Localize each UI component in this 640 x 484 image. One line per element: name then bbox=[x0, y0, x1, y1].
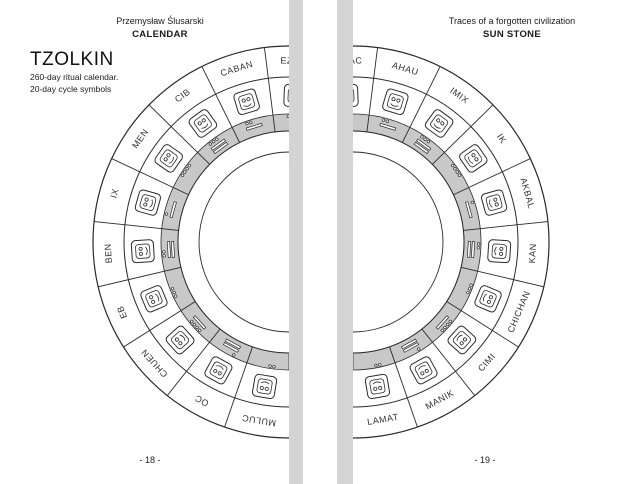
day-sign-label: BEN bbox=[103, 243, 114, 264]
numeral-mark-icon bbox=[379, 118, 397, 131]
numeral-mark-icon bbox=[164, 201, 177, 219]
left-page: Przemysław Ślusarski CALENDAR TZOLKIN 26… bbox=[0, 0, 303, 484]
page-number: - 19 - bbox=[474, 455, 496, 465]
day-glyph-icon bbox=[134, 189, 162, 216]
day-glyph-icon bbox=[140, 285, 168, 313]
numeral-mark-icon bbox=[190, 315, 207, 333]
day-sign-label: EZNAB bbox=[280, 55, 303, 66]
day-sign-label: IK bbox=[495, 132, 509, 146]
numeral-mark-icon bbox=[170, 287, 178, 298]
numeral-mark-icon bbox=[435, 315, 452, 333]
numeral-mark-icon bbox=[245, 120, 263, 131]
numeral-mark-icon bbox=[413, 135, 432, 155]
numeral-mark-icon bbox=[222, 338, 242, 357]
day-glyph-icon bbox=[382, 88, 409, 115]
day-glyph-icon bbox=[130, 239, 155, 264]
numeral-mark-icon bbox=[374, 363, 382, 368]
day-glyph-icon bbox=[447, 325, 477, 355]
day-glyph-icon bbox=[409, 356, 438, 385]
numeral-mark-icon bbox=[162, 240, 176, 258]
page-title: TZOLKIN bbox=[30, 49, 114, 70]
day-sign-label: KAN bbox=[527, 243, 538, 264]
numeral-mark-icon bbox=[286, 114, 289, 119]
subtitle-line-2: 20-day cycle symbols bbox=[30, 84, 112, 94]
day-glyph-icon bbox=[188, 109, 218, 138]
day-glyph-icon bbox=[165, 325, 195, 355]
gray-margin-band bbox=[289, 0, 303, 484]
numeral-mark-icon bbox=[465, 200, 474, 219]
central-figure-illustration bbox=[353, 162, 354, 314]
day-glyph-icon bbox=[353, 83, 359, 108]
day-glyph-icon bbox=[154, 144, 183, 173]
subtitle-line-1: 260-day ritual calendar. bbox=[30, 72, 119, 82]
day-glyph-icon bbox=[251, 373, 278, 400]
numeral-mark-icon bbox=[400, 338, 421, 353]
central-figure-illustration bbox=[288, 162, 289, 314]
header-title: CALENDAR bbox=[132, 29, 188, 40]
day-sign-label: CAUAC bbox=[337, 55, 363, 66]
header-author: Przemysław Ślusarski bbox=[116, 16, 204, 26]
page-number: - 18 - bbox=[139, 455, 161, 465]
numeral-mark-icon bbox=[466, 240, 481, 258]
day-glyph-icon bbox=[233, 88, 260, 115]
numeral-mark-icon bbox=[180, 163, 192, 177]
gray-margin-band bbox=[337, 0, 353, 484]
book-gutter bbox=[303, 0, 337, 484]
day-glyph-icon bbox=[487, 239, 512, 264]
numeral-mark-icon bbox=[466, 283, 473, 295]
numeral-mark-icon bbox=[450, 163, 462, 177]
day-sign-label: IX bbox=[108, 187, 120, 199]
day-glyph-icon bbox=[480, 189, 508, 216]
day-glyph-icon bbox=[459, 144, 488, 173]
numeral-mark-icon bbox=[340, 116, 343, 119]
day-glyph-icon bbox=[364, 373, 391, 400]
day-glyph-icon bbox=[424, 109, 454, 138]
day-glyph-icon bbox=[283, 83, 289, 108]
header-subtitle: Traces of a forgotten civilization bbox=[448, 16, 576, 26]
numeral-mark-icon bbox=[208, 137, 229, 155]
numeral-mark-icon bbox=[268, 364, 276, 369]
day-glyph-icon bbox=[204, 356, 233, 385]
right-page: Traces of a forgotten civilization SUN S… bbox=[337, 0, 640, 484]
header-title: SUN STONE bbox=[483, 29, 541, 40]
day-glyph-icon bbox=[474, 285, 502, 313]
day-sign-label: EB bbox=[115, 304, 129, 320]
